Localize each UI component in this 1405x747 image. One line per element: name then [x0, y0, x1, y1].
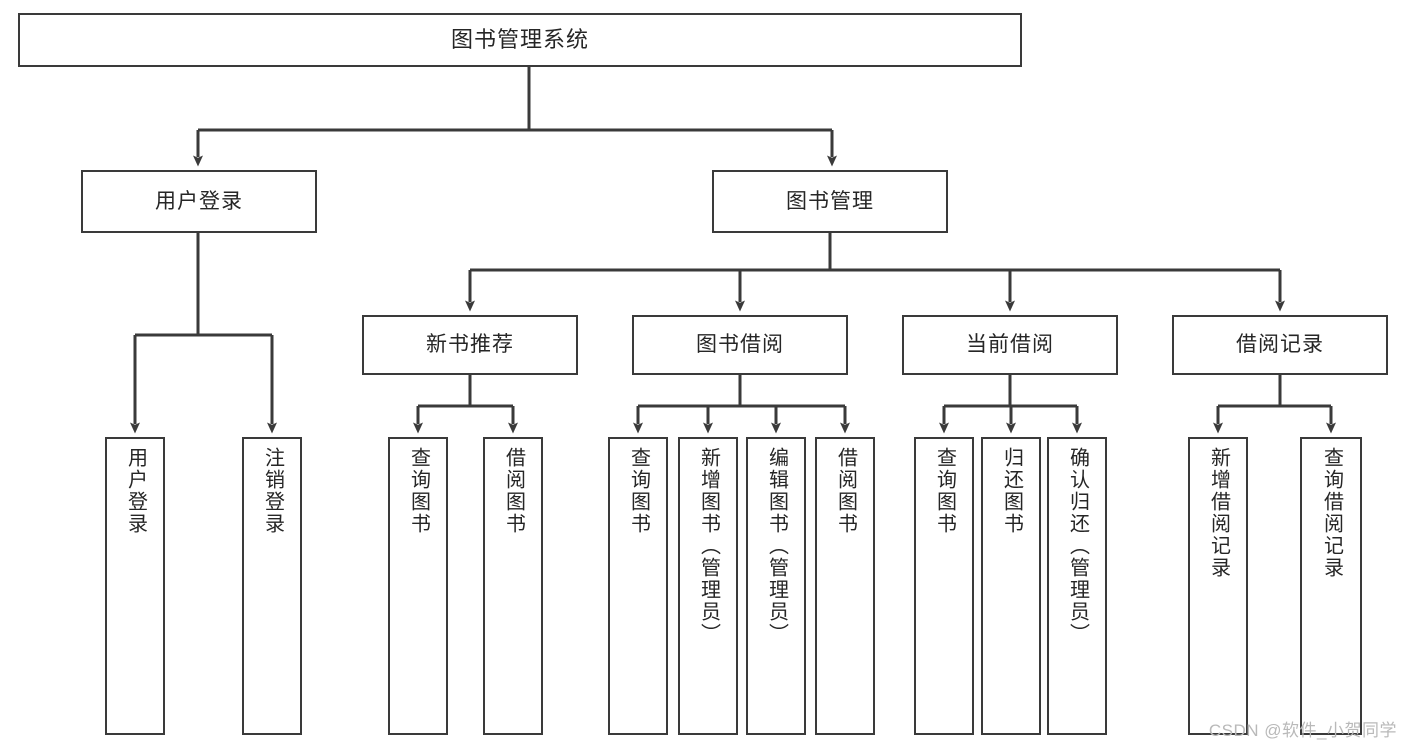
node-leaf-user-login[interactable]: 用户登录 — [105, 437, 165, 735]
node-leaf-return-book[interactable]: 归还图书 — [981, 437, 1041, 735]
node-label: 新书推荐 — [426, 333, 514, 357]
node-label: 归还图书 — [1000, 447, 1023, 535]
node-book-borrow[interactable]: 图书借阅 — [632, 315, 848, 375]
node-new-book-recommend[interactable]: 新书推荐 — [362, 315, 578, 375]
node-leaf-confirm-return-admin[interactable]: 确认归还（管理员） — [1047, 437, 1107, 735]
node-label: 图书管理 — [786, 189, 874, 213]
node-label: 查询图书 — [627, 447, 650, 535]
node-label: 确认归还（管理员） — [1066, 447, 1089, 645]
node-label: 查询借阅记录 — [1320, 447, 1343, 579]
node-label: 用户登录 — [124, 447, 147, 535]
node-borrow-record[interactable]: 借阅记录 — [1172, 315, 1388, 375]
node-leaf-borrow-book-1[interactable]: 借阅图书 — [483, 437, 543, 735]
node-leaf-borrow-book-2[interactable]: 借阅图书 — [815, 437, 875, 735]
node-root-system[interactable]: 图书管理系统 — [18, 13, 1022, 67]
node-leaf-logout[interactable]: 注销登录 — [242, 437, 302, 735]
node-label: 当前借阅 — [966, 333, 1054, 357]
node-leaf-query-book-1[interactable]: 查询图书 — [388, 437, 448, 735]
node-label: 新增图书（管理员） — [697, 447, 720, 645]
node-book-manage[interactable]: 图书管理 — [712, 170, 948, 233]
node-label: 图书借阅 — [696, 333, 784, 357]
node-leaf-edit-book-admin[interactable]: 编辑图书（管理员） — [746, 437, 806, 735]
node-label: 借阅图书 — [502, 447, 525, 535]
node-leaf-add-book-admin[interactable]: 新增图书（管理员） — [678, 437, 738, 735]
node-label: 借阅图书 — [834, 447, 857, 535]
node-label: 图书管理系统 — [450, 26, 589, 52]
node-label: 查询图书 — [933, 447, 956, 535]
node-leaf-query-borrow-record[interactable]: 查询借阅记录 — [1300, 437, 1362, 735]
node-label: 新增借阅记录 — [1207, 447, 1230, 579]
node-leaf-query-book-2[interactable]: 查询图书 — [608, 437, 668, 735]
node-leaf-query-book-3[interactable]: 查询图书 — [914, 437, 974, 735]
node-label: 借阅记录 — [1236, 333, 1324, 357]
node-leaf-add-borrow-record[interactable]: 新增借阅记录 — [1188, 437, 1248, 735]
node-user-login[interactable]: 用户登录 — [81, 170, 317, 233]
node-label: 用户登录 — [155, 189, 243, 213]
node-current-borrow[interactable]: 当前借阅 — [902, 315, 1118, 375]
csdn-watermark: CSDN @软件_小贺同学 — [1208, 721, 1397, 740]
node-label: 注销登录 — [261, 447, 284, 535]
node-label: 编辑图书（管理员） — [765, 447, 788, 645]
node-label: 查询图书 — [407, 447, 430, 535]
